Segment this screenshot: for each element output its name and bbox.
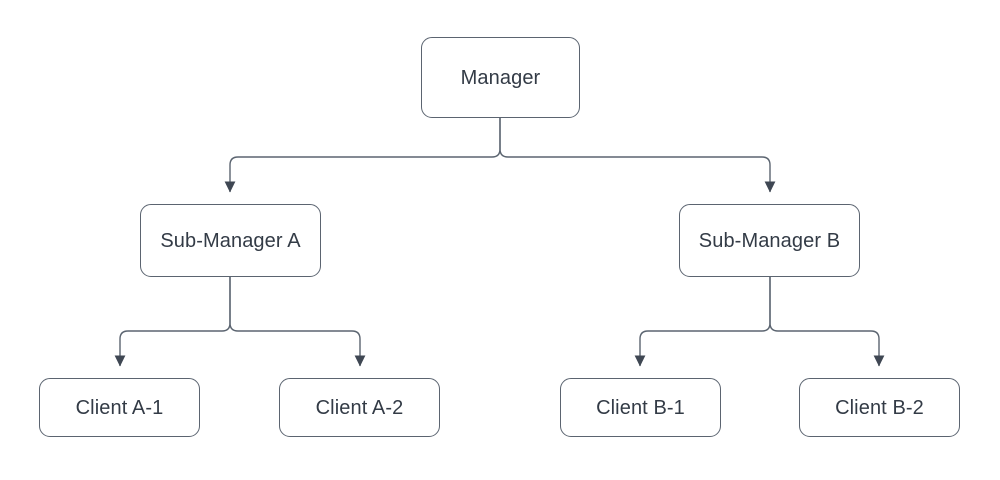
node-client-a-1[interactable]: Client A-1 xyxy=(39,378,200,437)
node-sub-manager-a[interactable]: Sub-Manager A xyxy=(140,204,321,277)
edge-sub-manager-a-client-a-2 xyxy=(229,277,366,367)
node-client-b-1[interactable]: Client B-1 xyxy=(560,378,721,437)
node-sub-manager-b[interactable]: Sub-Manager B xyxy=(679,204,860,277)
edge-sub-manager-b-client-b-2 xyxy=(769,277,885,367)
edge-sub-manager-b-client-b-1 xyxy=(634,277,771,367)
node-client-a-1-label: Client A-1 xyxy=(75,396,164,419)
edge-manager-sub-manager-b xyxy=(499,118,776,193)
node-client-b-1-label: Client B-1 xyxy=(596,396,685,419)
node-client-b-2-label: Client B-2 xyxy=(835,396,924,419)
node-manager-label: Manager xyxy=(460,66,541,89)
node-manager[interactable]: Manager xyxy=(421,37,580,118)
edge-manager-sub-manager-a xyxy=(224,118,501,193)
node-sub-manager-b-label: Sub-Manager B xyxy=(698,229,841,252)
node-client-b-2[interactable]: Client B-2 xyxy=(799,378,960,437)
node-sub-manager-a-label: Sub-Manager A xyxy=(160,229,301,252)
node-client-a-2-label: Client A-2 xyxy=(315,396,404,419)
edge-sub-manager-a-client-a-1 xyxy=(114,277,231,367)
node-client-a-2[interactable]: Client A-2 xyxy=(279,378,440,437)
